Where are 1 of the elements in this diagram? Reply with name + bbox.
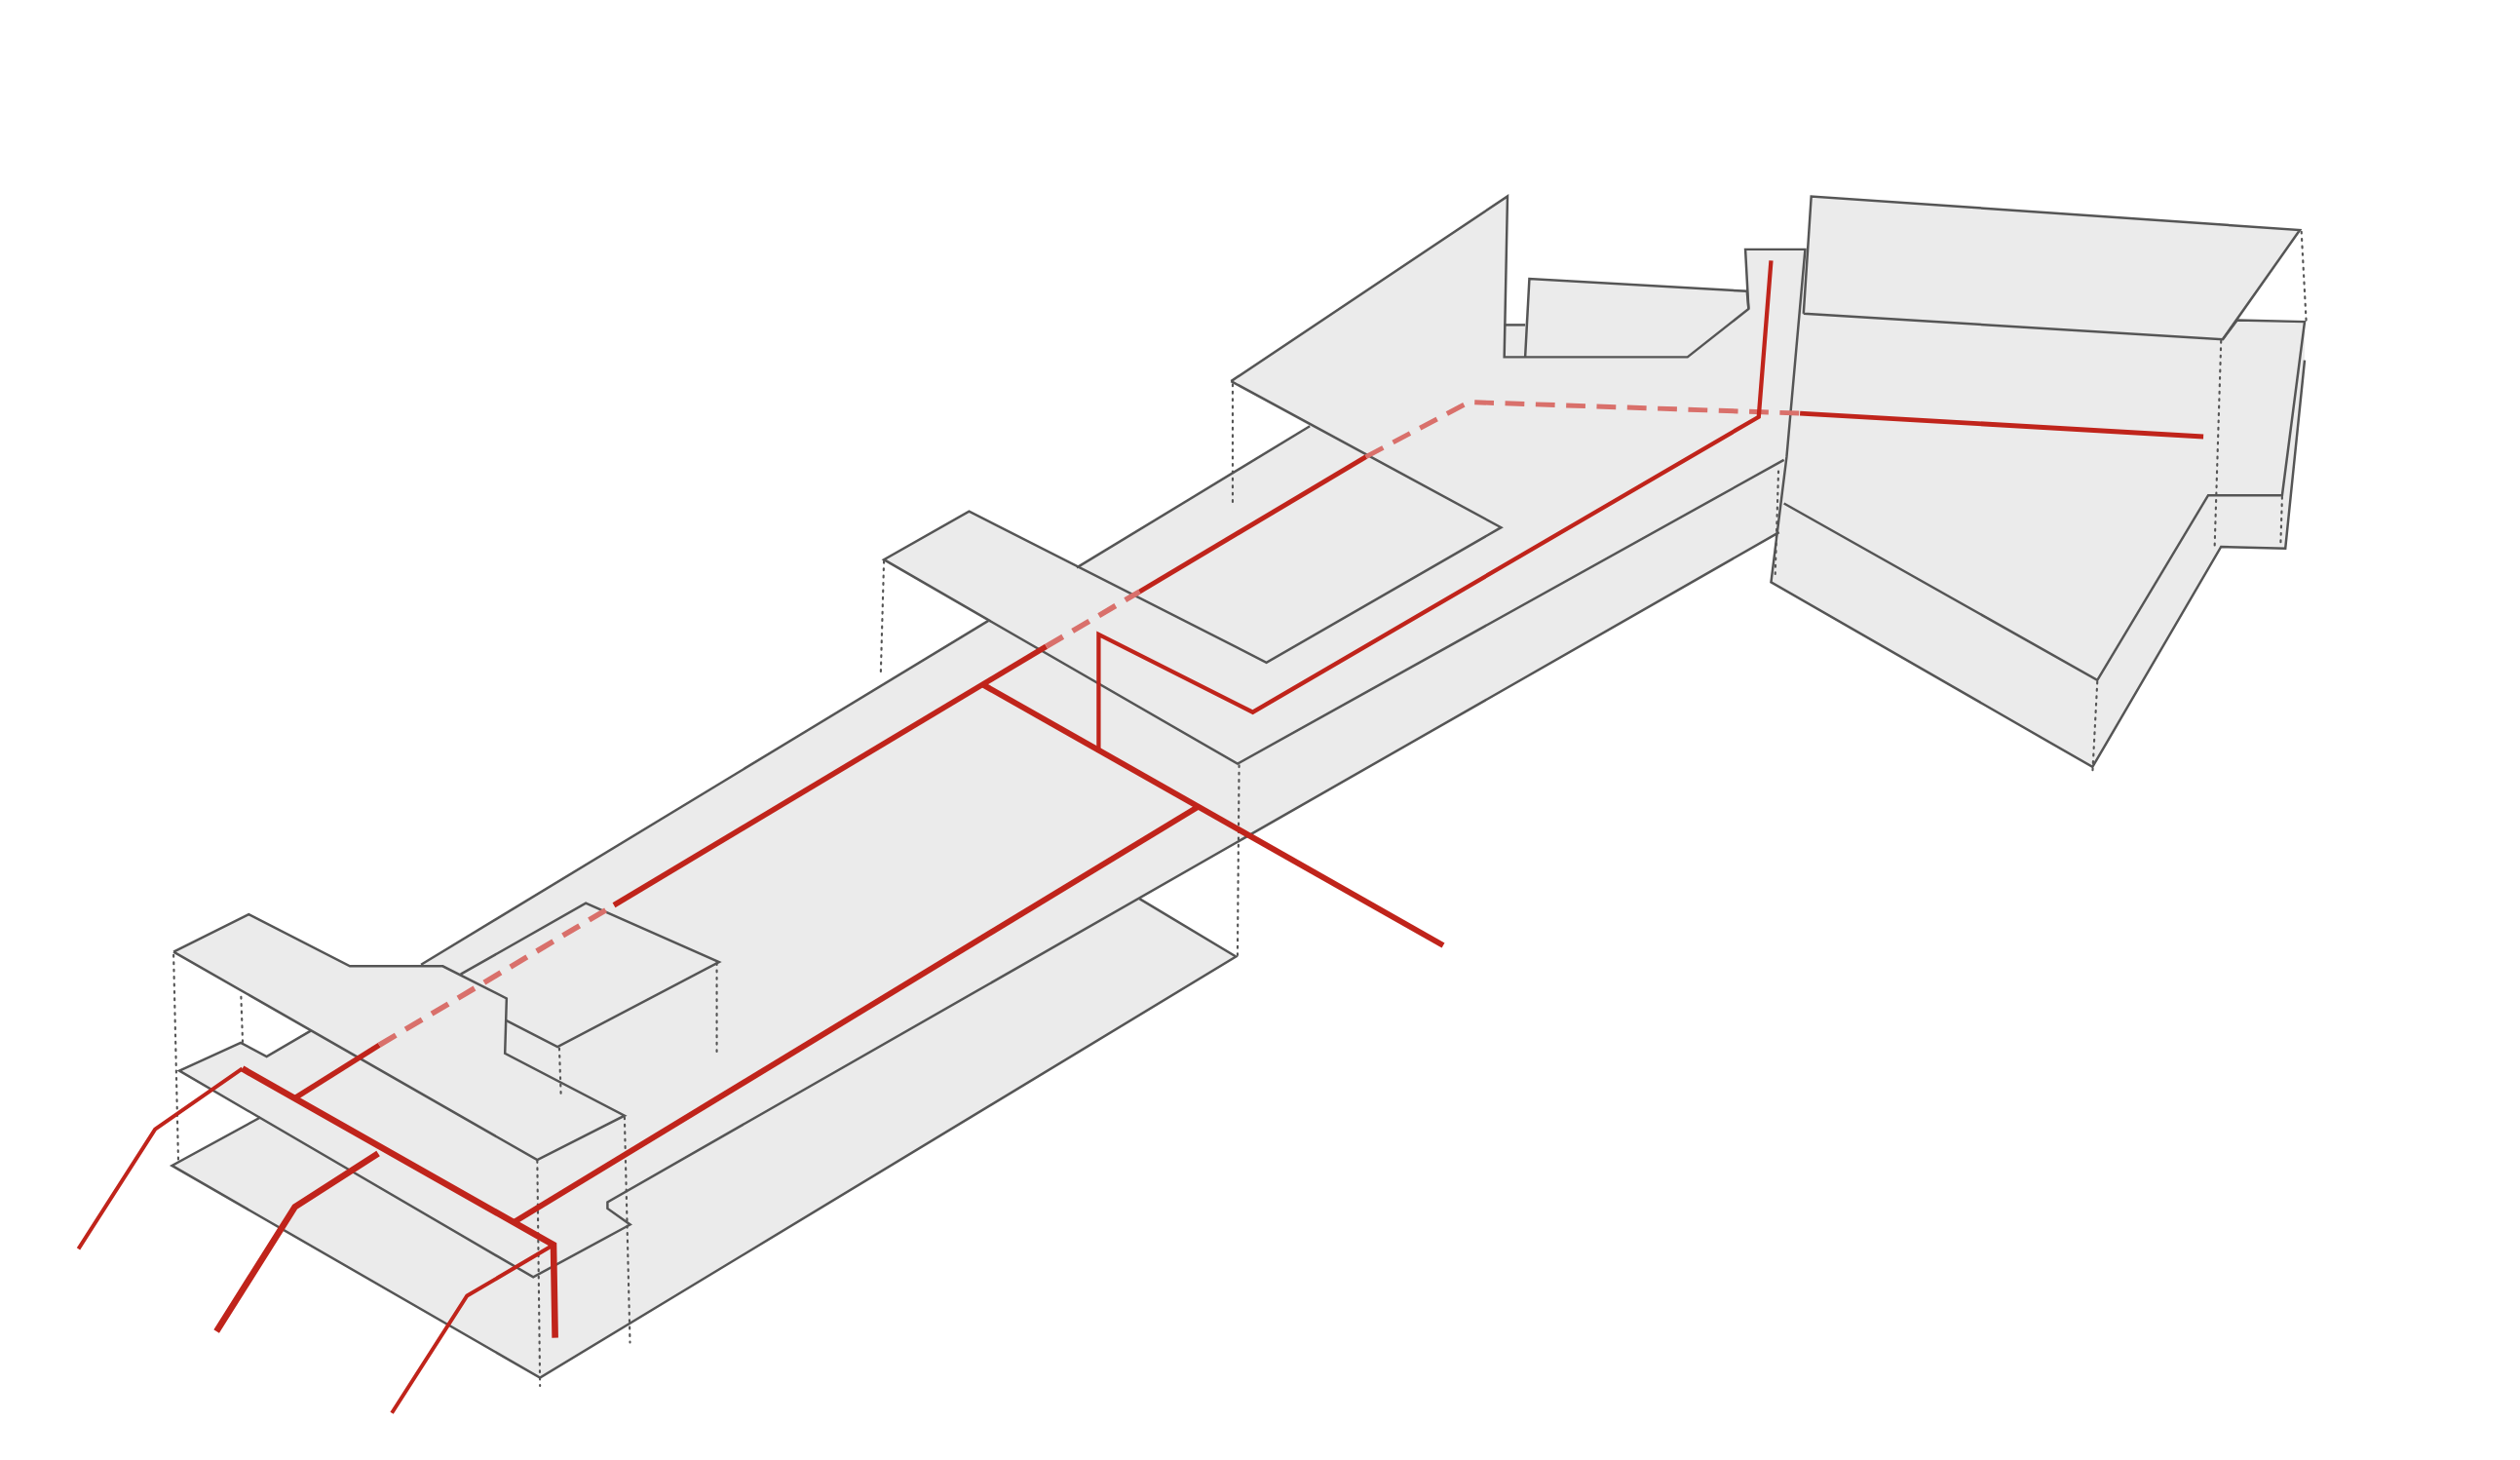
isometric-building-drawing — [76, 194, 2308, 1414]
